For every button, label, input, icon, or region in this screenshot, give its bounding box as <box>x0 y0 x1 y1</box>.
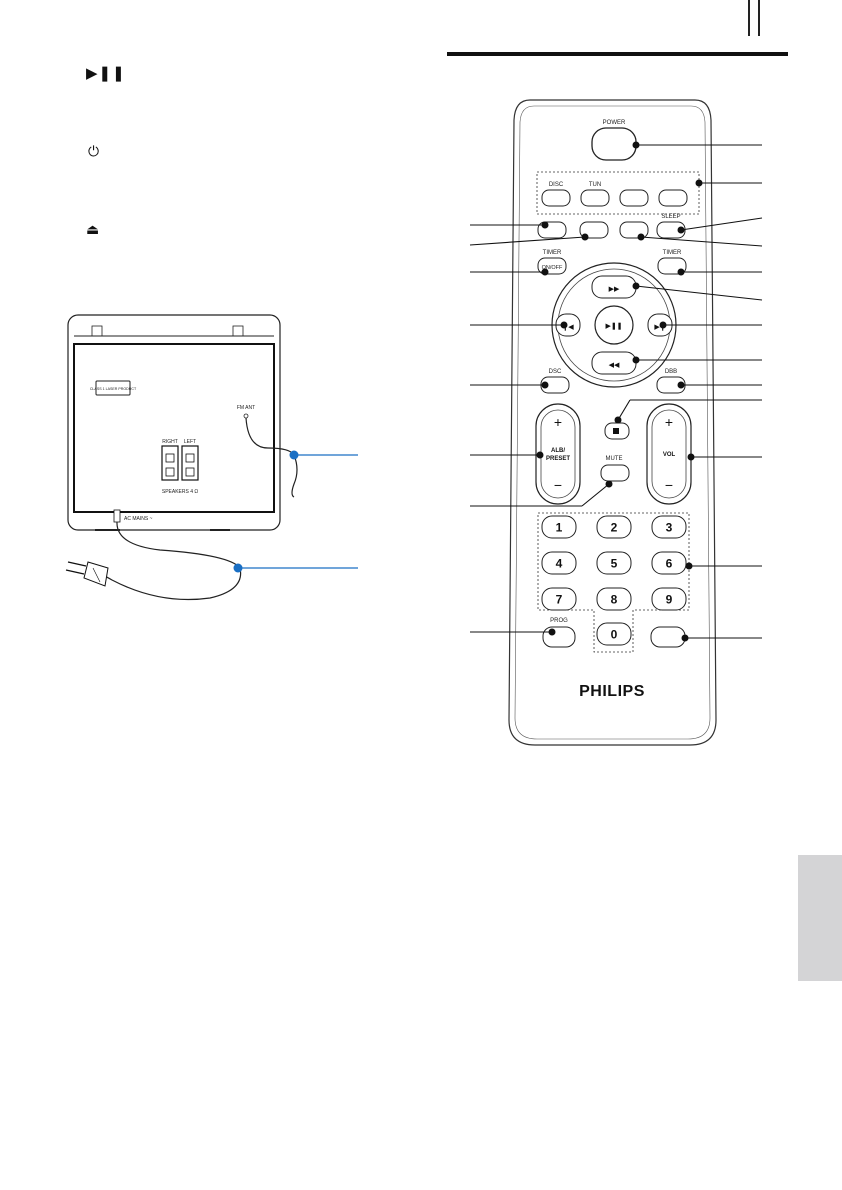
remote-callout-lines <box>469 144 763 639</box>
fm-antenna-label: FM ANT <box>237 405 255 411</box>
play-pause-button[interactable] <box>594 305 634 345</box>
power-cord <box>94 521 242 601</box>
right-bottom-button[interactable] <box>650 626 686 648</box>
disc-label: DISC <box>549 182 564 188</box>
row2-button-2[interactable] <box>579 221 609 239</box>
volume-label: VOL <box>663 452 676 458</box>
prog-label: PROG <box>550 618 568 624</box>
volume-plus: + <box>665 414 673 430</box>
dsc-label: DSC <box>549 369 562 375</box>
number-label: 8 <box>611 593 618 607</box>
remote-callout-dots <box>536 141 703 642</box>
number-label: 1 <box>556 521 563 535</box>
rewind-icon: ◀◀ <box>609 362 620 369</box>
side-language-tab <box>798 855 842 981</box>
laser-label-text: CLASS 1 LASER PRODUCT <box>90 387 137 391</box>
dbb-label: DBB <box>665 369 677 375</box>
number-label: 0 <box>611 628 618 642</box>
back-panel <box>73 343 275 513</box>
alb-preset-minus: − <box>554 477 562 493</box>
unit-back-panel-illustration: CLASS 1 LASER PRODUCT FM ANT RIGHT LEFT … <box>65 314 358 601</box>
number-label: 5 <box>611 557 618 571</box>
remote-control-illustration: POWER DISC TUN SLEEP TIMER ON/OFF TIMER … <box>469 99 763 746</box>
volume-minus: − <box>665 477 673 493</box>
fast-forward-icon: ▶▶ <box>609 286 620 293</box>
speakers-label: SPEAKERS 4 Ω <box>162 489 199 495</box>
number-button-1[interactable] <box>541 515 577 539</box>
prog-button[interactable] <box>542 626 576 648</box>
number-label: 9 <box>666 593 673 607</box>
timer-onoff-label-2: ON/OFF <box>542 265 563 271</box>
power-label: POWER <box>603 120 626 126</box>
number-button-2[interactable] <box>596 515 632 539</box>
section-rule <box>447 52 788 56</box>
next-icon: ▶❙ <box>654 323 665 331</box>
source-buttons-group <box>536 171 700 215</box>
speaker-left-label: LEFT <box>184 439 196 445</box>
number-button-6[interactable] <box>651 551 687 575</box>
eject-icon: ⏏ <box>86 221 100 237</box>
timer-label: TIMER <box>663 250 682 256</box>
number-button-7[interactable] <box>541 587 577 611</box>
number-button-4[interactable] <box>541 551 577 575</box>
number-button-0[interactable] <box>596 622 632 646</box>
number-label: 2 <box>611 521 618 535</box>
power-icon: ⏻ <box>88 143 100 159</box>
source-button-3[interactable] <box>619 189 649 207</box>
top-margin-marks <box>748 0 762 36</box>
speaker-right-label: RIGHT <box>162 439 178 445</box>
alb-preset-rocker[interactable] <box>535 403 581 505</box>
previous-icon: ❙◀ <box>562 323 574 331</box>
play-pause-icon: ▶❚❚ <box>86 65 126 82</box>
ac-mains-socket <box>113 509 121 523</box>
number-button-5[interactable] <box>596 551 632 575</box>
speaker-terminal-right <box>161 445 179 481</box>
number-button-9[interactable] <box>651 587 687 611</box>
power-button[interactable] <box>591 127 637 161</box>
alb-preset-label-2: PRESET <box>546 456 570 462</box>
tun-label: TUN <box>589 182 601 188</box>
stop-icon <box>613 428 619 434</box>
number-label: 6 <box>666 557 673 571</box>
alb-preset-label: ALB/ <box>551 448 565 454</box>
number-label: 3 <box>666 521 673 535</box>
power-plug-icon <box>65 561 109 587</box>
timer-onoff-label: TIMER <box>543 250 562 256</box>
remote-play-pause-icon: ▶❚❚ <box>605 322 622 330</box>
number-button-8[interactable] <box>596 587 632 611</box>
sleep-button[interactable] <box>656 221 686 239</box>
source-button-4[interactable] <box>658 189 688 207</box>
tun-button[interactable] <box>580 189 610 207</box>
ac-mains-label: AC MAINS ~ <box>124 516 153 522</box>
speaker-terminal-left <box>181 445 199 481</box>
philips-logo: PHILIPS <box>579 683 645 700</box>
number-button-3[interactable] <box>651 515 687 539</box>
number-label: 7 <box>556 593 563 607</box>
disc-button[interactable] <box>541 189 571 207</box>
mute-label: MUTE <box>606 456 623 462</box>
sleep-label: SLEEP <box>661 214 680 220</box>
mute-button[interactable] <box>600 464 630 482</box>
number-label: 4 <box>556 557 563 571</box>
alb-preset-plus: + <box>554 414 562 430</box>
laser-label-box <box>95 380 131 396</box>
